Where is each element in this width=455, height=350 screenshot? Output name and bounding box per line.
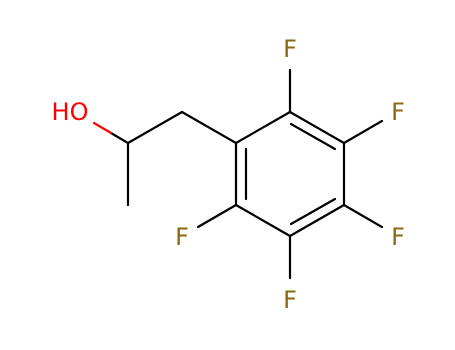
atom-label-f-lower-right: F (391, 223, 405, 251)
bond-ch-o-carbon-half (109, 131, 130, 145)
bond-c6-f (196, 203, 238, 229)
bond-ch2-ring (180, 110, 238, 145)
ring-bond-c5-c6 (234, 203, 292, 238)
ring-bond-c1-c2 (234, 110, 292, 145)
ring-bond-c2-c3-inner (289, 122, 337, 151)
atom-label-f-bottom: F (283, 286, 297, 314)
bond-c4-f (342, 203, 384, 229)
atom-label-f-upper-right: F (391, 98, 405, 126)
atom-label-f-top: F (283, 35, 297, 63)
ring-bond-c4-c5 (288, 203, 346, 238)
bond-ch-o-oxygen-half (92, 121, 113, 135)
bond-c3-f (342, 119, 384, 145)
ring-bond-c4-c5-inner (289, 197, 337, 226)
atom-label-hydroxyl: HO (52, 98, 89, 126)
ring-bond-c2-c3 (288, 110, 346, 145)
bond-ch-ch2 (126, 110, 184, 145)
atom-label-f-left: F (175, 223, 189, 251)
